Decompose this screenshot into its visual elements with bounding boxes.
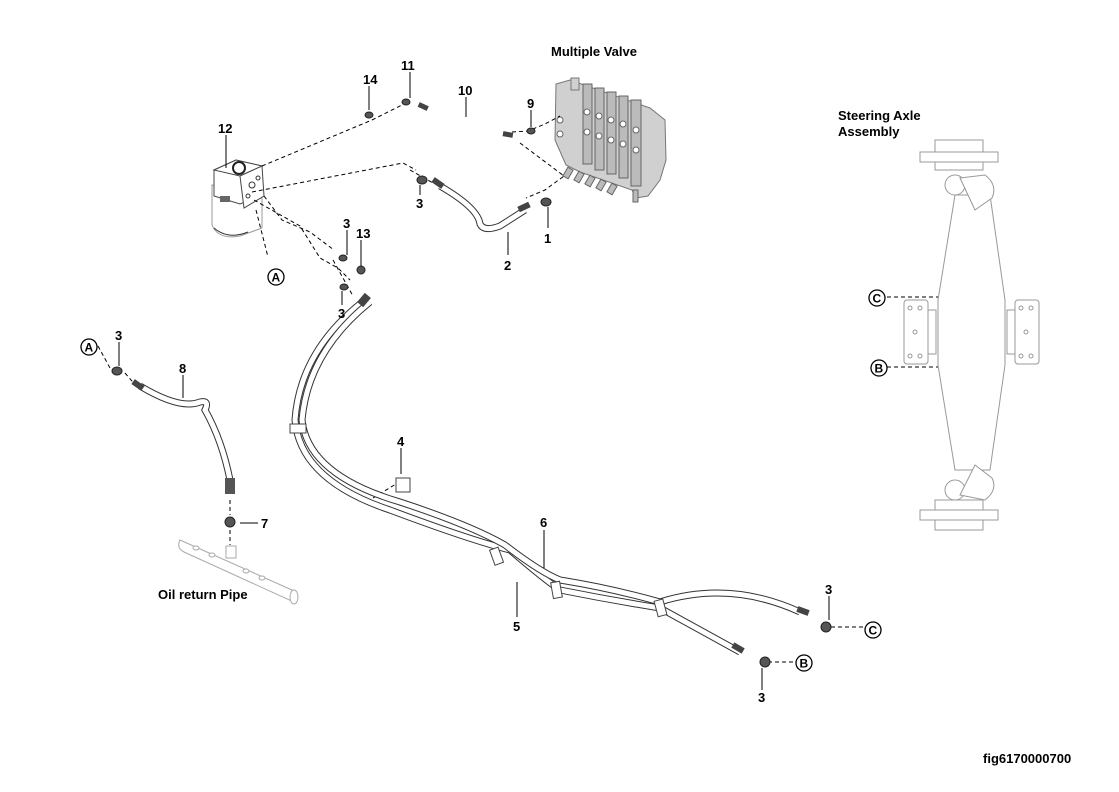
marker-c-hose: C <box>864 621 882 639</box>
part-label-5: 5 <box>513 619 520 634</box>
fittings <box>111 98 832 668</box>
connection-markers: A A B B C C <box>80 268 888 672</box>
part-label-14: 14 <box>363 72 378 87</box>
part-label-3-lower: 3 <box>338 306 345 321</box>
part-label-3-left: 3 <box>115 328 122 343</box>
fitting-7 <box>224 516 236 528</box>
fitting-3d <box>111 366 123 376</box>
part-label-7: 7 <box>261 516 268 531</box>
fitting-14 <box>364 111 374 119</box>
svg-text:A: A <box>85 341 94 355</box>
part-label-12: 12 <box>218 121 232 136</box>
fitting-3a <box>416 175 428 185</box>
part-label-13: 13 <box>356 226 370 241</box>
oil-return-pipe <box>178 539 299 605</box>
fitting-9 <box>526 127 536 135</box>
part-label-3-upper: 3 <box>416 196 423 211</box>
part-label-3-mid: 3 <box>343 216 350 231</box>
svg-text:A: A <box>272 271 281 285</box>
hose-10 <box>417 102 514 138</box>
multiple-valve-title: Multiple Valve <box>551 44 637 59</box>
fitting-3b <box>338 254 348 262</box>
steering-unit <box>211 159 265 238</box>
multiple-valve <box>554 77 667 203</box>
fitting-1 <box>540 197 552 207</box>
marker-c-axle: C <box>868 289 886 307</box>
part-label-4: 4 <box>397 434 405 449</box>
fitting-3f <box>759 656 771 668</box>
marker-a-steering-unit: A <box>267 268 285 286</box>
fitting-3c <box>339 283 349 291</box>
steering-axle-title-line1: Steering Axle <box>838 108 921 123</box>
figure-id: fig6170000700 <box>983 751 1071 766</box>
oil-return-pipe-title: Oil return Pipe <box>158 587 248 602</box>
part-label-6: 6 <box>540 515 547 530</box>
part-label-1: 1 <box>544 231 551 246</box>
part-label-10: 10 <box>458 83 472 98</box>
part-label-3-bottom: 3 <box>758 690 765 705</box>
fitting-13 <box>356 265 366 275</box>
marker-b-hose: B <box>795 654 813 672</box>
part-label-11: 11 <box>401 58 415 73</box>
fitting-3e <box>820 621 832 633</box>
clamp-block-4 <box>395 477 411 493</box>
marker-b-axle: B <box>870 359 888 377</box>
part-labels: 14 11 10 9 12 3 1 2 3 13 3 3 8 4 7 6 5 3… <box>115 58 832 705</box>
hoses-5-6 <box>289 292 810 656</box>
part-label-3-right: 3 <box>825 582 832 597</box>
part-label-9: 9 <box>527 96 534 111</box>
marker-a-hose-8: A <box>80 338 98 356</box>
steering-axle <box>903 139 1040 531</box>
leader-lines <box>118 72 830 690</box>
svg-text:B: B <box>875 362 884 376</box>
part-label-2: 2 <box>504 258 511 273</box>
part-label-8: 8 <box>179 361 186 376</box>
steering-axle-title-line2: Assembly <box>838 124 900 139</box>
svg-text:C: C <box>873 292 882 306</box>
hose-2 <box>431 177 531 233</box>
svg-text:B: B <box>800 657 809 671</box>
svg-text:C: C <box>869 624 878 638</box>
fitting-11 <box>401 98 411 106</box>
hose-8 <box>131 379 235 494</box>
